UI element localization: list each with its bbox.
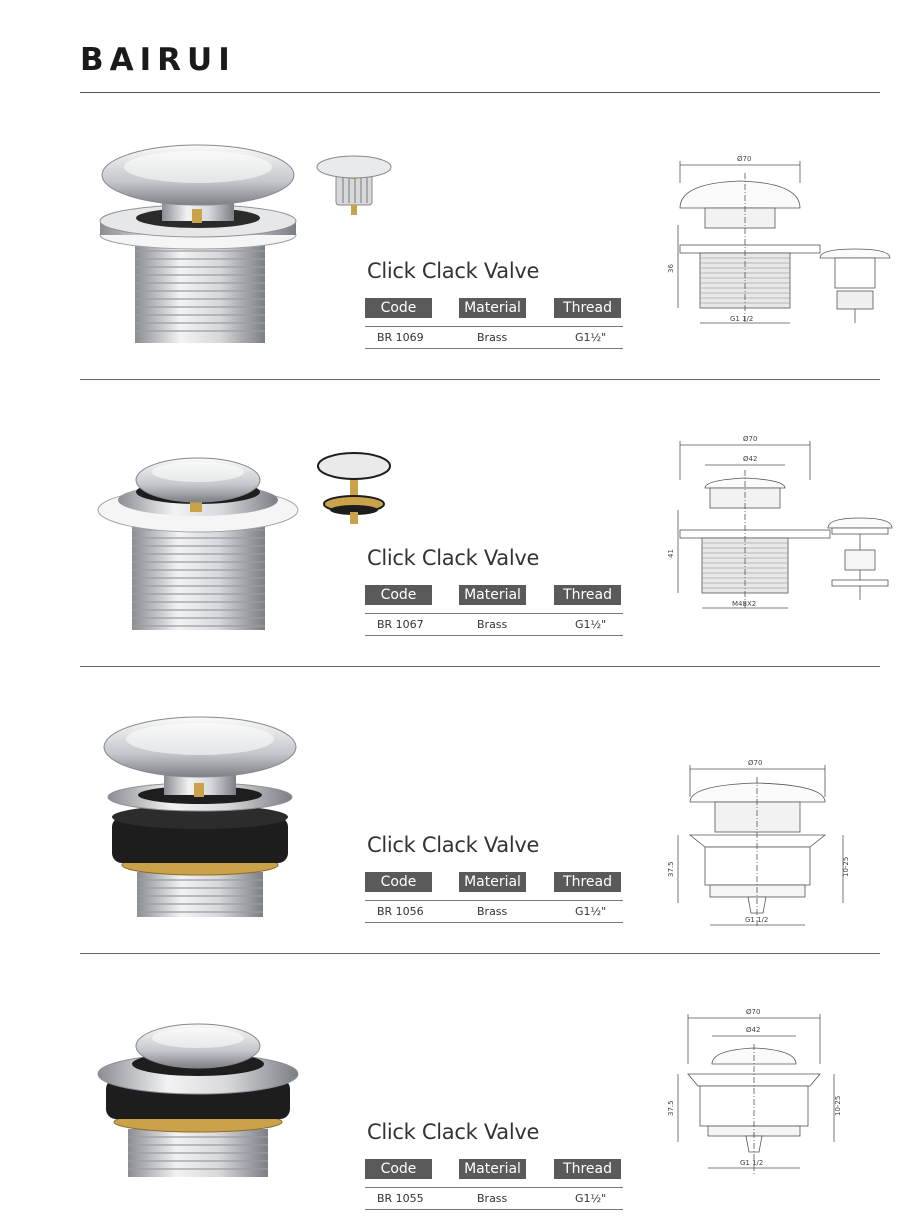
- code-value: BR 1056: [377, 905, 424, 918]
- spec-divider: [365, 635, 623, 636]
- inner-dimension: Ø42: [746, 1026, 760, 1034]
- thread-header: Thread: [554, 298, 621, 318]
- code-value: BR 1055: [377, 1192, 424, 1205]
- product-card: Click Clack Valve Code Material Thread B…: [0, 954, 900, 1232]
- material-value: Brass: [477, 618, 508, 631]
- section-divider: [80, 379, 880, 380]
- product-title: Click Clack Valve: [367, 259, 540, 283]
- code-header: Code: [365, 298, 432, 318]
- spec-header: Code Material Thread: [365, 585, 623, 605]
- product-card: Click Clack Valve Code Material Thread B…: [0, 380, 900, 667]
- top-dimension: Ø70: [748, 759, 762, 767]
- height-dimension: 41: [667, 549, 675, 558]
- spec-divider: [365, 613, 623, 614]
- thread-value: G1½": [575, 905, 607, 918]
- header-divider: [80, 92, 880, 93]
- spec-divider: [365, 326, 623, 327]
- spec-divider: [365, 1209, 623, 1210]
- section-divider: [80, 666, 880, 667]
- product-photo: [92, 697, 307, 917]
- spec-divider: [365, 922, 623, 923]
- technical-drawing: Ø70 37.5 10-25 G1 1/2: [660, 717, 895, 937]
- product-card: Click Clack Valve Code Material Thread B…: [0, 93, 900, 380]
- material-value: Brass: [477, 905, 508, 918]
- product-card: Click Clack Valve Code Material Thread B…: [0, 667, 900, 954]
- bottom-dimension: G1 1/2: [730, 315, 753, 323]
- thread-header: Thread: [554, 1159, 621, 1179]
- strainer-photo: [316, 153, 396, 233]
- thread-value: G1½": [575, 618, 607, 631]
- top-dimension: Ø70: [746, 1008, 760, 1016]
- thread-value: G1½": [575, 1192, 607, 1205]
- material-header: Material: [459, 1159, 526, 1179]
- thread-header: Thread: [554, 872, 621, 892]
- code-header: Code: [365, 1159, 432, 1179]
- bottom-dimension: G1 1/2: [740, 1159, 763, 1167]
- material-header: Material: [459, 298, 526, 318]
- spec-row: BR 1067 Brass G1½": [365, 615, 623, 635]
- material-header: Material: [459, 585, 526, 605]
- technical-drawing: Ø70 36 G1 1/2: [660, 143, 895, 363]
- spec-row: BR 1056 Brass G1½": [365, 902, 623, 922]
- code-value: BR 1067: [377, 618, 424, 631]
- technical-drawing: Ø70 Ø42 41 M48X2: [660, 430, 895, 650]
- material-header: Material: [459, 872, 526, 892]
- product-photo: [92, 410, 307, 630]
- spec-divider: [365, 900, 623, 901]
- spec-row: BR 1055 Brass G1½": [365, 1189, 623, 1209]
- product-title: Click Clack Valve: [367, 1120, 540, 1144]
- product-photo: [92, 1004, 307, 1224]
- height-dimension: 36: [667, 264, 675, 273]
- spec-header: Code Material Thread: [365, 872, 623, 892]
- material-value: Brass: [477, 1192, 508, 1205]
- brand-logo: BAIRUI: [80, 42, 236, 78]
- spec-divider: [365, 348, 623, 349]
- spec-divider: [365, 1187, 623, 1188]
- height-dimension: 37.5: [667, 861, 675, 877]
- technical-drawing: Ø70 Ø42 37.5 10-25 G1 1/2: [660, 994, 895, 1214]
- code-header: Code: [365, 872, 432, 892]
- top-dimension: Ø70: [737, 155, 751, 163]
- spec-header: Code Material Thread: [365, 298, 623, 318]
- inner-dimension: Ø42: [743, 455, 757, 463]
- spec-header: Code Material Thread: [365, 1159, 623, 1179]
- bottom-dimension: M48X2: [732, 600, 756, 608]
- code-value: BR 1069: [377, 331, 424, 344]
- product-title: Click Clack Valve: [367, 833, 540, 857]
- top-dimension: Ø70: [743, 435, 757, 443]
- product-title: Click Clack Valve: [367, 546, 540, 570]
- thread-header: Thread: [554, 585, 621, 605]
- section-divider: [80, 953, 880, 954]
- spec-row: BR 1069 Brass G1½": [365, 328, 623, 348]
- strainer-photo: [316, 450, 396, 535]
- side-dimension: 10-25: [834, 1096, 842, 1116]
- code-header: Code: [365, 585, 432, 605]
- bottom-dimension: G1 1/2: [745, 916, 768, 924]
- height-dimension: 37.5: [667, 1100, 675, 1116]
- material-value: Brass: [477, 331, 508, 344]
- thread-value: G1½": [575, 331, 607, 344]
- side-dimension: 10-25: [842, 857, 850, 877]
- product-photo: [92, 123, 307, 343]
